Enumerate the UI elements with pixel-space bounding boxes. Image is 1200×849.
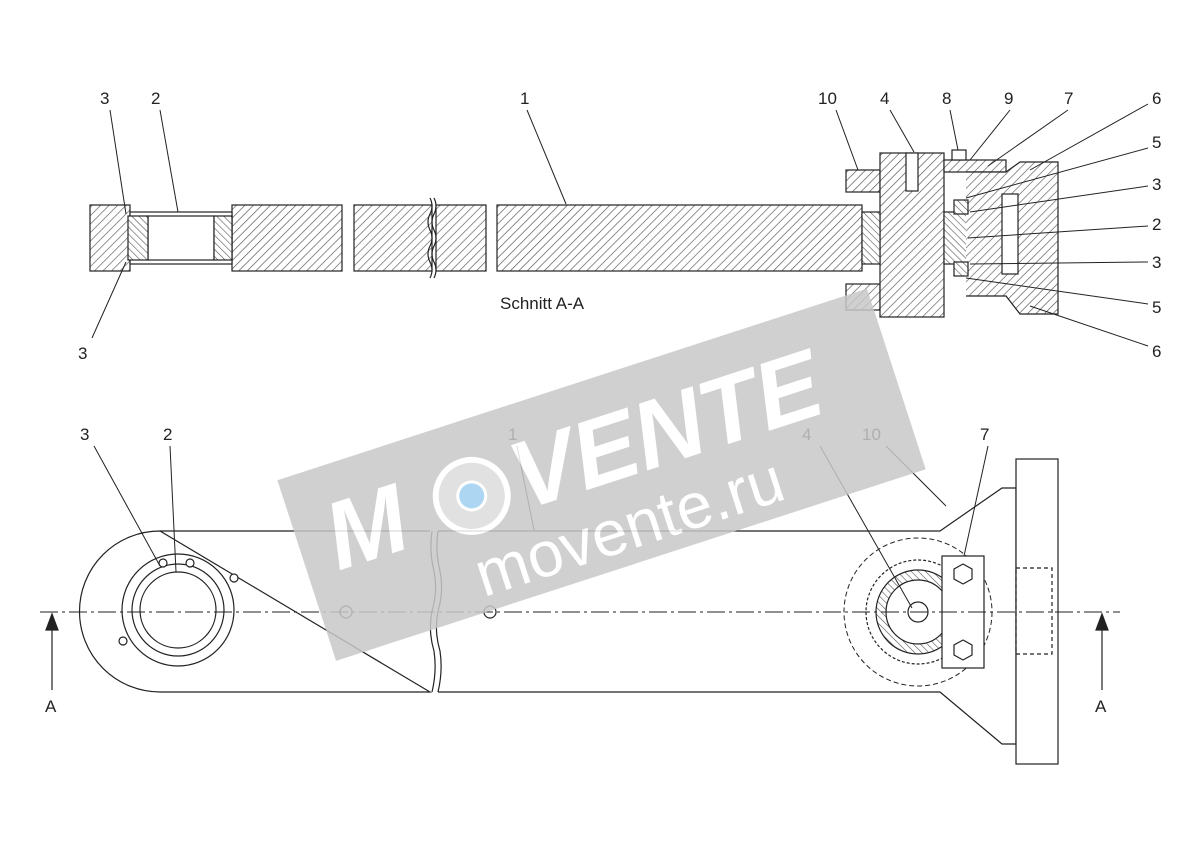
ring-5-top [953,199,969,215]
callout-8: 8 [942,89,951,108]
section-marker-right: A [1095,697,1107,716]
plan-view [40,458,1120,765]
callout-6: 6 [1152,89,1161,108]
plate-7 [943,159,1007,173]
seal-left-a [127,215,149,261]
callout-6b: 6 [1152,342,1161,361]
watermark: M VENTE movente.ru [277,288,926,661]
callout-3c: 3 [1152,253,1161,272]
hex-bolt-bottom [953,639,973,661]
section-view [89,149,1059,318]
callout-9: 9 [1004,89,1013,108]
section-markers [45,612,1109,690]
callout-1: 1 [520,89,529,108]
callout-7: 7 [1064,89,1073,108]
bar-segment-1 [231,204,343,272]
callout-2b: 2 [1152,215,1161,234]
plan-callout-3: 3 [80,425,89,444]
seal-left-b [213,215,233,261]
housing-cavity [1001,193,1019,275]
flange-10 [845,169,881,193]
plan-callout-2: 2 [163,425,172,444]
section-marker-left: A [45,697,57,716]
callout-3: 3 [100,89,109,108]
callout-3b: 3 [1152,175,1161,194]
callout-5b: 5 [1152,298,1161,317]
hex-bolt-top [953,563,973,585]
bar-segment-4 [496,204,863,272]
callout-3d: 3 [78,344,87,363]
section-title: Schnitt A-A [500,294,585,313]
ring-5-bottom [953,261,969,277]
pin-hole [905,152,919,192]
bar-segment-3 [435,204,487,272]
callout-2: 2 [151,89,160,108]
callout-4: 4 [880,89,889,108]
callout-5: 5 [1152,133,1161,152]
plan-callout-7: 7 [980,425,989,444]
callout-10: 10 [818,89,837,108]
section-callout-labels: 3 2 1 10 4 8 9 7 6 5 3 2 3 5 6 3 Schnitt… [78,89,1161,363]
watermark-band [277,288,926,661]
seal-right-b [943,211,969,265]
left-bore-inner [139,571,217,649]
bushing-part-2 [147,215,215,261]
section-leaders [91,103,1149,347]
bar-left-end [89,204,131,272]
bolt-8 [951,149,967,161]
seal-right-a [861,211,881,265]
flange-inner [1015,567,1053,655]
bar-segment-2 [353,204,433,272]
